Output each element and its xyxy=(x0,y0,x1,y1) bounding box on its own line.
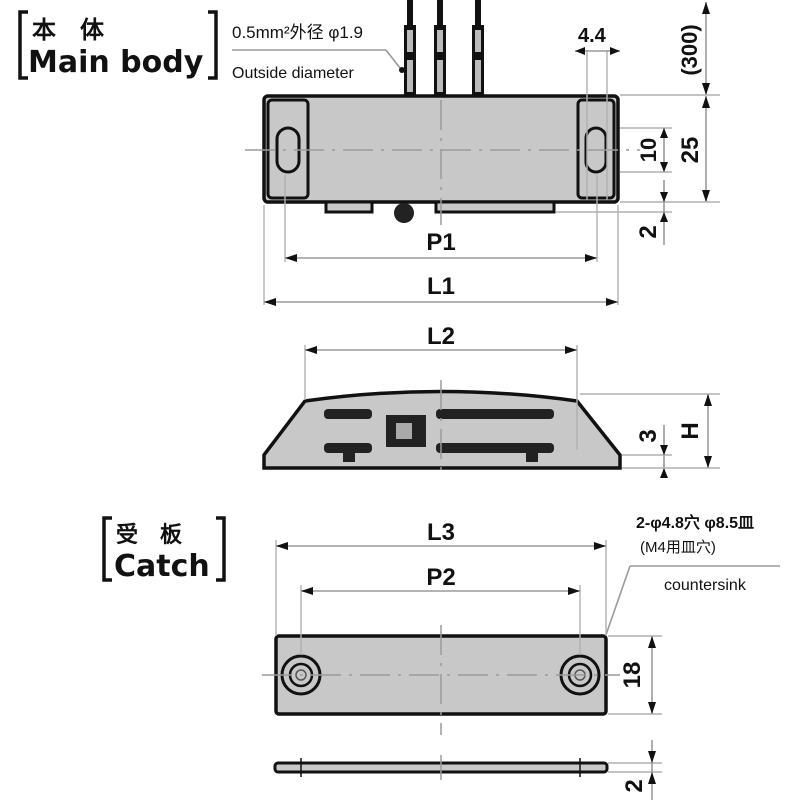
main-body-title: 本 体 Main body xyxy=(18,10,218,80)
slot-lower-right xyxy=(436,443,554,453)
wire-note-line1: 0.5mm²外径 φ1.9 xyxy=(232,23,363,42)
slot-upper-right xyxy=(436,409,554,419)
svg-text:L1: L1 xyxy=(427,273,455,300)
leader-dot xyxy=(399,67,405,73)
side-view-outline xyxy=(262,389,622,470)
foot-left xyxy=(343,452,355,462)
switch-window xyxy=(396,423,412,439)
left-bracket xyxy=(102,516,112,582)
dim-wire-length: (300) xyxy=(620,2,720,96)
svg-text:2: 2 xyxy=(621,779,648,792)
dim-base-height: 3 xyxy=(622,425,672,478)
leader-line xyxy=(385,49,401,69)
dim-total-height: H xyxy=(580,393,720,469)
left-bracket xyxy=(18,10,28,80)
catch-top-view xyxy=(262,625,620,735)
dim-bottom-offset: 2 xyxy=(556,180,672,245)
right-mount-pocket xyxy=(576,98,616,200)
hole-note-line2: (M4用皿穴) xyxy=(640,539,716,556)
left-mount-pocket xyxy=(266,98,310,200)
main-body-top-view xyxy=(245,94,640,225)
foot-right xyxy=(526,452,538,462)
dim-height: 25 xyxy=(620,96,720,203)
svg-text:25: 25 xyxy=(677,137,704,164)
svg-text:(300): (300) xyxy=(677,24,702,75)
svg-text:L2: L2 xyxy=(427,323,455,350)
right-bracket xyxy=(208,10,218,80)
svg-text:18: 18 xyxy=(619,662,646,689)
dim-pitch-p1: P1 xyxy=(284,175,598,262)
hole-note-line3: countersink xyxy=(664,577,747,594)
bottom-tab-left xyxy=(324,200,374,214)
dim-length-l1: L1 xyxy=(263,205,619,306)
main-body-title-jp: 本 体 xyxy=(32,16,105,44)
dim-length-l3: L3 xyxy=(275,519,607,636)
svg-text:P2: P2 xyxy=(426,564,455,591)
dim-slot-width: 4.4 xyxy=(575,25,620,200)
wire-note-line2: Outside diameter xyxy=(232,65,355,82)
main-body-title-en: Main body xyxy=(28,45,204,80)
svg-text:10: 10 xyxy=(636,138,661,162)
right-bracket xyxy=(216,516,226,582)
wire-2 xyxy=(434,0,446,95)
wire-3 xyxy=(472,0,484,95)
dim-catch-height: 18 xyxy=(608,635,662,715)
slot-lower-left xyxy=(324,443,372,453)
svg-text:P1: P1 xyxy=(426,229,455,256)
catch-title: 受 板 Catch xyxy=(102,516,226,584)
svg-text:2: 2 xyxy=(635,225,662,238)
hole-note: 2-φ4.8穴 φ8.5皿 (M4用皿穴) countersink xyxy=(599,513,780,653)
catch-title-jp: 受 板 xyxy=(116,522,183,548)
svg-text:3: 3 xyxy=(635,429,662,442)
side-view xyxy=(262,380,622,478)
catch-side-view xyxy=(273,755,609,780)
hole-note-line1: 2-φ4.8穴 φ8.5皿 xyxy=(636,513,754,532)
svg-text:H: H xyxy=(677,422,704,439)
dim-slot-length: 10 xyxy=(620,127,672,173)
dim-pitch-p2: P2 xyxy=(300,564,581,655)
svg-text:4.4: 4.4 xyxy=(578,25,607,47)
wire-note: 0.5mm²外径 φ1.9 Outside diameter xyxy=(232,23,405,82)
wire-1 xyxy=(404,0,416,95)
catch-title-en: Catch xyxy=(114,549,210,584)
dim-catch-thickness: 2 xyxy=(608,740,662,800)
dim-length-l2: L2 xyxy=(304,323,578,450)
wires xyxy=(404,0,484,95)
bottom-tab-right xyxy=(434,200,556,214)
slot-upper-left xyxy=(324,409,372,419)
bottom-screw xyxy=(394,203,414,223)
svg-text:L3: L3 xyxy=(427,519,455,546)
